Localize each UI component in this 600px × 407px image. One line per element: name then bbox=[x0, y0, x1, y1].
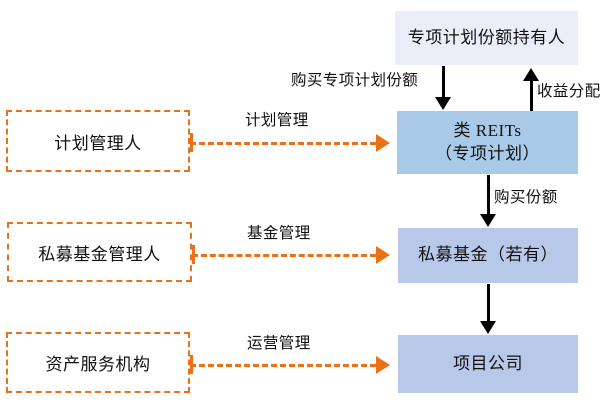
edge-label-plan-management: 计划管理 bbox=[245, 112, 309, 129]
node-plan-share-holder-label: 专项计划份额持有人 bbox=[407, 27, 566, 47]
node-pe-fund-manager-label: 私募基金管理人 bbox=[38, 244, 161, 264]
edge-fund-to-project-arrowhead bbox=[480, 321, 496, 334]
edge-plan-management-arrowhead bbox=[376, 134, 390, 152]
node-asset-servicer: 资产服务机构 bbox=[6, 332, 190, 393]
edge-holder-to-reits-line bbox=[442, 66, 445, 98]
edge-label-income-distribution: 收益分配 bbox=[537, 83, 600, 100]
edge-reits-to-holder-line bbox=[530, 80, 533, 111]
node-plan-share-holder: 专项计划份额持有人 bbox=[395, 11, 578, 65]
edge-fund-to-project-line bbox=[487, 284, 490, 322]
node-plan-manager-label: 计划管理人 bbox=[54, 133, 142, 153]
node-reits: 类 REITs （专项计划） bbox=[397, 111, 578, 174]
node-project-company: 项目公司 bbox=[398, 335, 578, 393]
edge-fund-management-arrowhead bbox=[376, 246, 390, 264]
edge-reits-to-holder-arrowhead bbox=[523, 68, 539, 81]
node-plan-manager: 计划管理人 bbox=[6, 110, 190, 172]
edge-holder-to-reits-arrowhead bbox=[435, 97, 451, 110]
edge-label-purchase-share: 购买份额 bbox=[494, 189, 558, 206]
node-project-company-label: 项目公司 bbox=[453, 353, 523, 373]
node-asset-servicer-label: 资产服务机构 bbox=[45, 355, 151, 374]
edge-reits-to-fund-line bbox=[487, 175, 490, 215]
edge-label-operation-management: 运营管理 bbox=[247, 335, 311, 352]
edge-operation-management-arrowhead bbox=[376, 356, 390, 374]
edge-label-purchase-plan-share: 购买专项计划份额 bbox=[291, 72, 419, 89]
edge-label-fund-management: 基金管理 bbox=[247, 225, 311, 242]
edge-operation-management-line bbox=[190, 364, 376, 367]
node-private-fund-label: 私募基金（若有） bbox=[418, 245, 558, 265]
node-pe-fund-manager: 私募基金管理人 bbox=[7, 222, 192, 282]
node-reits-label-line1: 类 REITs bbox=[453, 120, 522, 140]
edge-reits-to-fund-arrowhead bbox=[480, 214, 496, 227]
edge-plan-management-line bbox=[190, 142, 376, 145]
node-reits-label-line2: （专项计划） bbox=[435, 143, 540, 163]
node-private-fund: 私募基金（若有） bbox=[398, 228, 578, 283]
edge-fund-management-line bbox=[192, 254, 376, 257]
